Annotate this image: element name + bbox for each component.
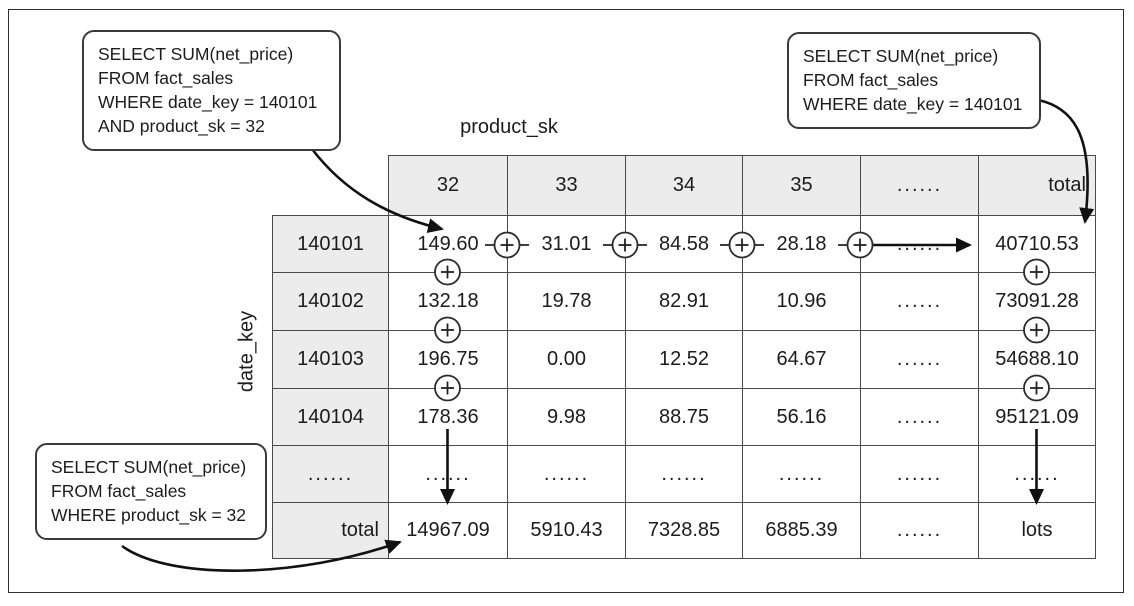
data-cell: 84.58 [625,215,743,273]
plus-icon [1023,374,1050,402]
sql-line: FROM fact_sales [51,481,187,501]
sql-callout-bottom-left: SELECT SUM(net_price) FROM fact_sales WH… [35,443,267,540]
row-header: 140104 [272,388,389,446]
sql-line: SELECT SUM(net_price) [51,457,247,477]
data-cell: 0.00 [507,330,626,389]
data-cell: 5910.43 [507,502,626,559]
data-cell: ...... [507,445,626,503]
arrow-query-col-total [121,539,402,572]
sql-line: WHERE date_key = 140101 [803,94,1023,114]
sql-line: FROM fact_sales [98,68,234,88]
data-cell: 7328.85 [625,502,743,559]
data-cell: ...... [625,445,743,503]
column-header: 35 [742,155,861,216]
data-cell: ...... [742,445,861,503]
plus-icon [611,231,639,259]
arrow-query-row-total [1037,98,1095,224]
column-header: total [978,155,1096,216]
data-cell: ...... [860,502,979,559]
data-cell: 6885.39 [742,502,861,559]
plus-icon [434,258,461,286]
sql-callout-top-left: SELECT SUM(net_price) FROM fact_sales WH… [82,30,341,151]
plus-icon [434,316,461,344]
data-cell: 31.01 [507,215,626,273]
plus-icon [434,374,461,402]
plus-icon [1023,258,1050,286]
sql-line: SELECT SUM(net_price) [98,44,294,64]
row-header: 140102 [272,272,389,331]
data-cell: 12.52 [625,330,743,389]
arrow-query-cell [310,148,444,234]
data-cell: 9.98 [507,388,626,446]
data-cell: 14967.09 [388,502,508,559]
sql-line: AND product_sk = 32 [98,116,265,136]
sql-line: WHERE date_key = 140101 [98,92,318,112]
row-header: 140101 [272,215,389,273]
column-axis-label: product_sk [460,116,558,138]
data-cell: lots [978,502,1096,559]
data-cell: 19.78 [507,272,626,331]
plus-icon [493,231,521,259]
row-header: ...... [272,445,389,503]
column-header: 32 [388,155,508,216]
column-header: 34 [625,155,743,216]
column-header: 33 [507,155,626,216]
sql-callout-top-right: SELECT SUM(net_price) FROM fact_sales WH… [787,32,1041,129]
plus-icon [728,231,756,259]
sql-line: SELECT SUM(net_price) [803,46,999,66]
plus-icon [846,231,874,259]
plus-icon [1023,316,1050,344]
data-cell: ...... [860,388,979,446]
data-cell: ...... [860,330,979,389]
sql-line: FROM fact_sales [803,70,939,90]
column-header: ...... [860,155,979,216]
sql-line: WHERE product_sk = 32 [51,505,247,525]
row-header: total [272,502,389,559]
row-header: 140103 [272,330,389,389]
data-cell: 56.16 [742,388,861,446]
